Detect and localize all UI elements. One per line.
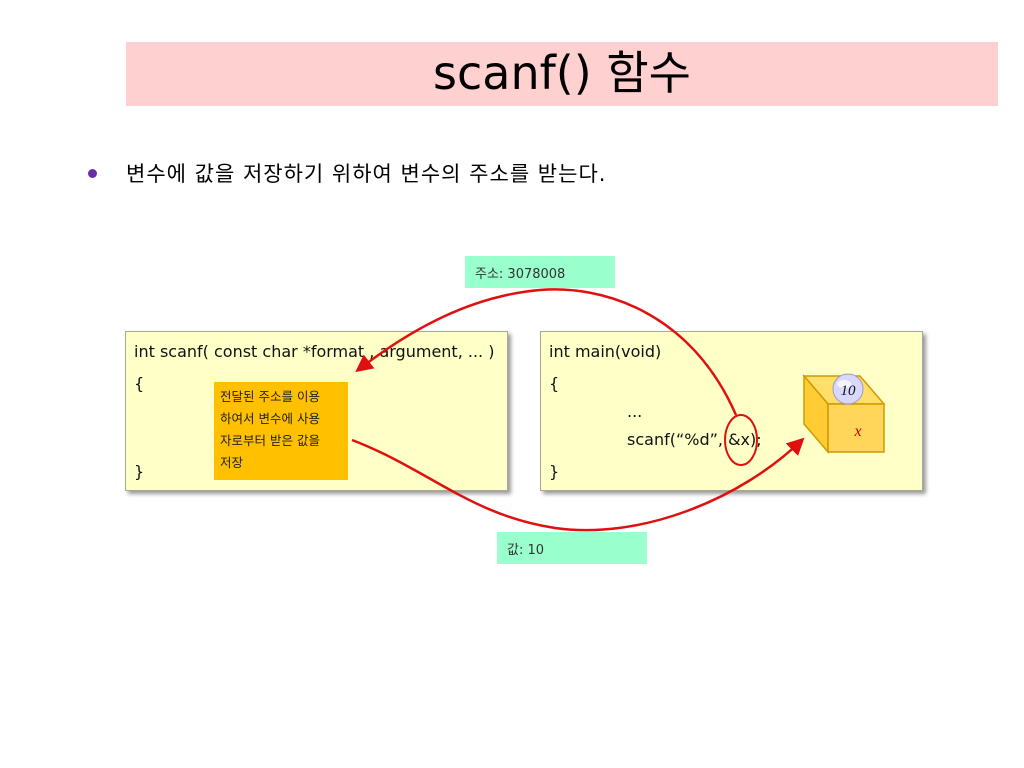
address-label-text: 주소: 3078008 bbox=[475, 267, 566, 282]
code-ellipsis: ... bbox=[627, 402, 643, 421]
note-line-3: 자로부터 받은 값을 bbox=[220, 433, 320, 448]
scanf-call: scanf(“%d”, &x); bbox=[627, 430, 762, 449]
right-close-brace: } bbox=[549, 462, 560, 481]
left-open-brace: { bbox=[134, 374, 145, 393]
slide-title: scanf() 함수 bbox=[433, 46, 691, 100]
scanf-note-box: 전달된 주소를 이용 하여서 변수에 사용 자로부터 받은 값을 저장 bbox=[214, 382, 348, 480]
main-signature: int main(void) bbox=[549, 342, 662, 361]
main-function-box: int main(void) { ... scanf(“%d”, &x); } bbox=[540, 331, 923, 491]
title-banner: scanf() 함수 bbox=[126, 42, 998, 106]
left-close-brace: } bbox=[134, 462, 145, 481]
address-label: 주소: 3078008 bbox=[465, 256, 615, 288]
right-open-brace: { bbox=[549, 374, 560, 393]
scanf-signature: int scanf( const char *format , argument… bbox=[134, 342, 495, 361]
note-line-1: 전달된 주소를 이용 bbox=[220, 389, 320, 404]
bullet-text: 변수에 값을 저장하기 위하여 변수의 주소를 받는다. bbox=[126, 162, 607, 186]
scanf-definition-box: int scanf( const char *format , argument… bbox=[125, 331, 508, 491]
value-label: 값: 10 bbox=[497, 532, 647, 564]
note-line-4: 저장 bbox=[220, 455, 244, 470]
bullet-dot-icon bbox=[88, 169, 97, 178]
note-line-2: 하여서 변수에 사용 bbox=[220, 411, 320, 426]
value-label-text: 값: 10 bbox=[507, 543, 545, 558]
